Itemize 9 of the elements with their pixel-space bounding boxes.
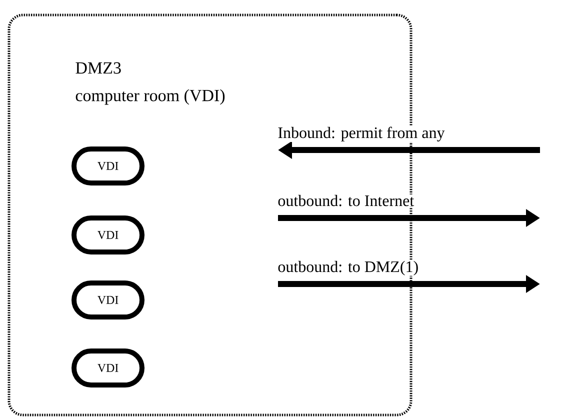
vdi-pill: VDI (72, 348, 144, 388)
vdi-pill: VDI (72, 280, 144, 320)
zone-title: computer room (VDI) (76, 89, 225, 105)
vdi-pill: VDI (72, 216, 144, 254)
rule-label: outbound: to DMZ(1) (277, 260, 420, 276)
zone-title: DMZ3 (76, 62, 121, 74)
vdi-pill: VDI (72, 146, 144, 186)
rule-label: outbound: to Internet (277, 194, 415, 207)
rule-label: Inbound: permit from any (277, 126, 446, 142)
